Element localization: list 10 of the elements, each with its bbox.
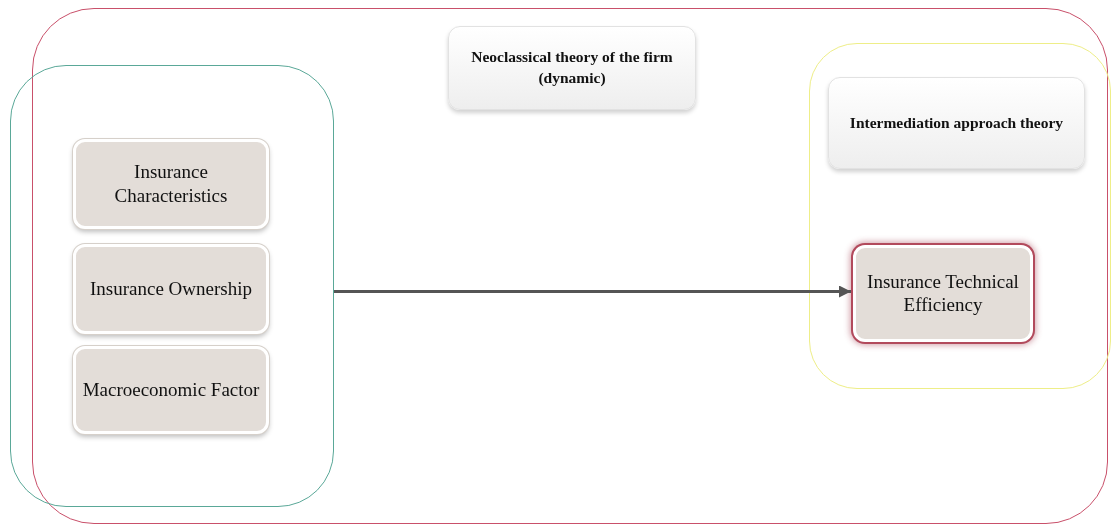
factor-box: Insurance Characteristics xyxy=(73,139,269,229)
outcome-box: Insurance Technical Efficiency xyxy=(853,245,1033,342)
factor-box: Macroeconomic Factor xyxy=(73,346,269,434)
theory-box: Neoclassical theory of the firm (dynamic) xyxy=(448,26,696,110)
group-frame xyxy=(809,43,1111,389)
theory-box: Intermediation approach theory xyxy=(828,77,1085,169)
group-frame xyxy=(10,65,334,507)
arrow xyxy=(334,285,851,298)
factor-box: Insurance Ownership xyxy=(73,244,269,334)
group-frame xyxy=(32,8,1108,524)
